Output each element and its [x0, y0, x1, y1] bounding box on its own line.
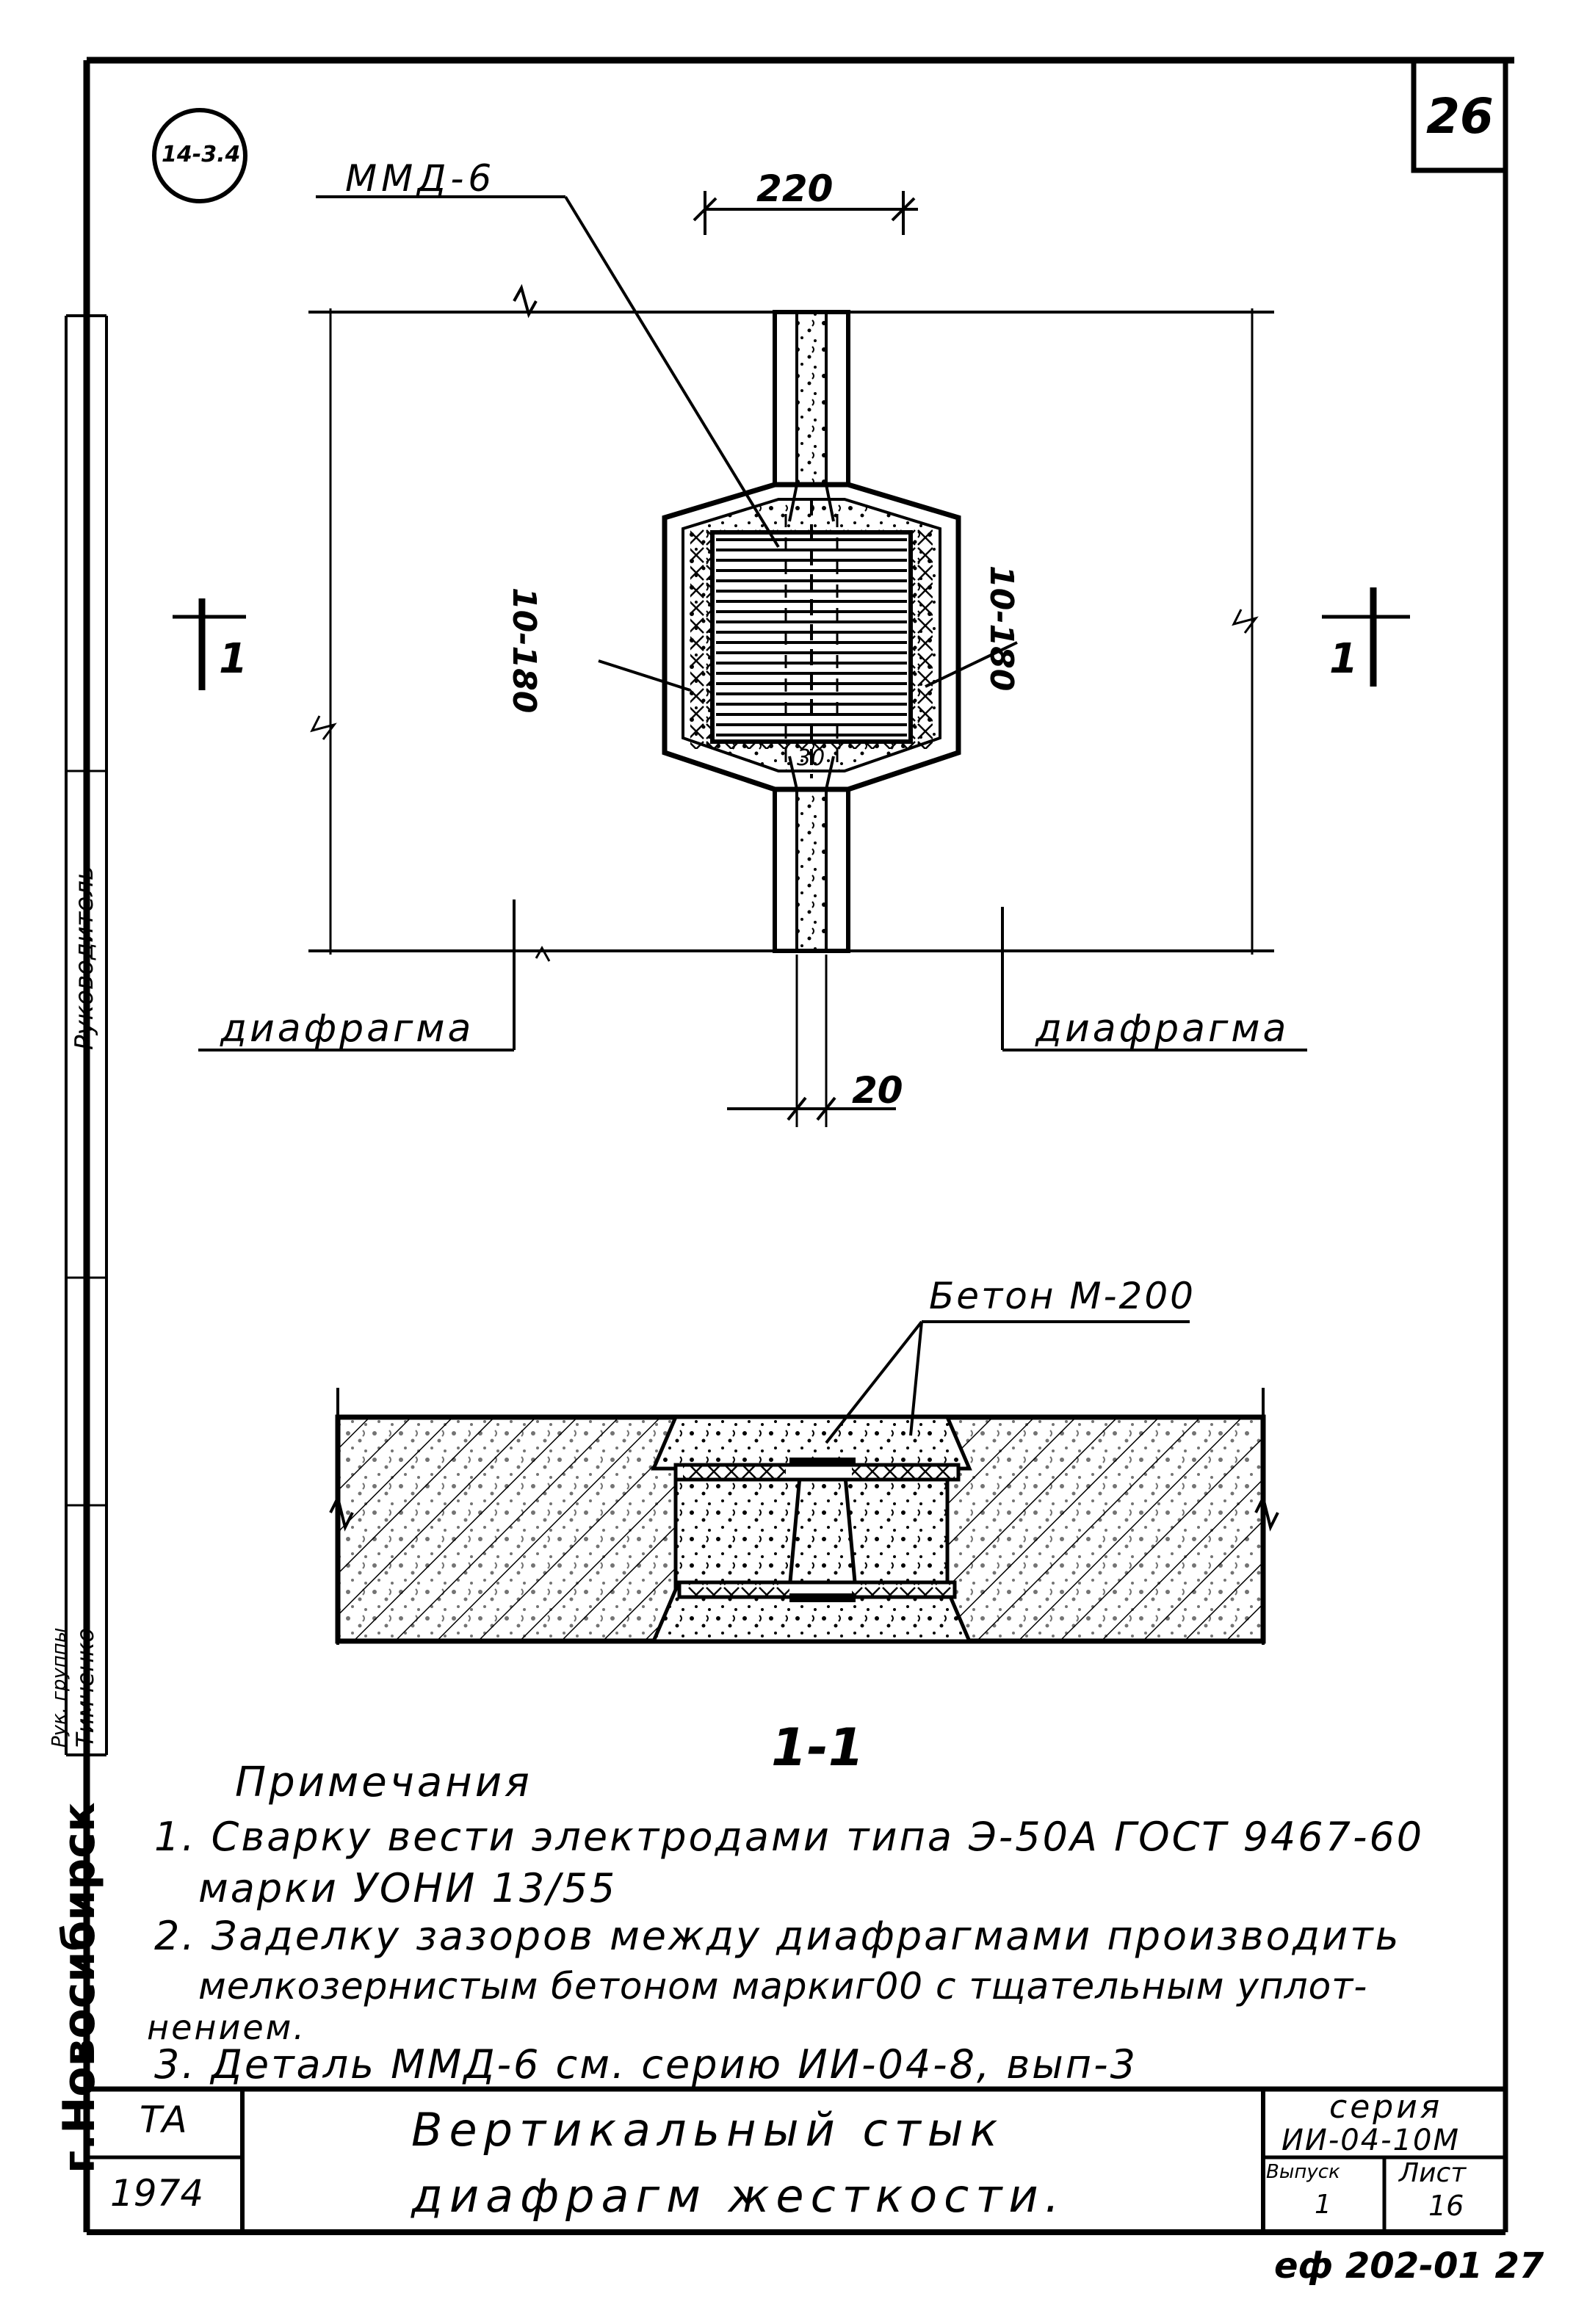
section-view — [329, 1320, 1279, 1645]
stamp-text: 14-3.4 — [162, 142, 241, 167]
break-mark-right — [1232, 609, 1259, 634]
concrete-note: 30 — [797, 745, 825, 771]
side-role-2: Рук. группы — [48, 1627, 71, 1748]
issue-value: 1 — [1315, 2190, 1331, 2220]
issue-label: Выпуск — [1266, 2161, 1340, 2183]
sheet-value: 16 — [1428, 2190, 1464, 2222]
section-mark-left-number: 1 — [219, 635, 247, 683]
org-code: ТА — [140, 2099, 187, 2141]
break-mark-left — [310, 715, 337, 740]
dimension-bottom: 20 — [852, 1069, 903, 1112]
sheet-label: Лист — [1399, 2158, 1467, 2188]
notes-heading: Примечания — [235, 1759, 532, 1806]
label-diaphragm-right: диафрагма — [1035, 1007, 1290, 1051]
label-diaphragm-left: диафрагма — [220, 1007, 474, 1051]
break-mark-bottom — [535, 945, 551, 962]
sheet-code: еф 202-01 27 — [1274, 2245, 1544, 2287]
section-mark-left — [173, 598, 246, 690]
rebar-label-left: 10-180 — [505, 587, 543, 714]
year: 1974 — [110, 2172, 204, 2215]
city-label: г.Новосибирск — [54, 1802, 105, 2173]
section-mark-right-number: 1 — [1329, 635, 1358, 683]
series-label: серия — [1329, 2088, 1443, 2126]
note-line-3: 2. Заделку зазоров между диафрагмами про… — [154, 1913, 1401, 1959]
side-name-2: Тимченко — [71, 1628, 99, 1748]
series-value: ИИ-04-10М — [1281, 2124, 1461, 2157]
label-concrete: Бетон М-200 — [929, 1275, 1196, 1317]
note-line-1: 1. Сварку вести электродами типа Э-50А Г… — [154, 1814, 1425, 1860]
side-role-1: Руководитель — [70, 866, 99, 1050]
dimension-top: 220 — [756, 167, 834, 210]
side-strip — [65, 314, 108, 1756]
drawing-title-line2: диафрагм жесткости. — [411, 2169, 1066, 2223]
plan-view — [173, 191, 1410, 1127]
note-line-5: нением. — [147, 2008, 306, 2047]
section-mark-right — [1322, 587, 1410, 687]
page-number: 26 — [1426, 88, 1494, 145]
stamp-circle — [152, 108, 247, 203]
drawing-title-line1: Вертикальный стык — [411, 2103, 1005, 2157]
break-mark-top — [513, 283, 538, 319]
note-line-6: 3. Деталь ММД-6 см. серию ИИ-04-8, вып-3 — [154, 2041, 1138, 2088]
section-title: 1-1 — [771, 1717, 864, 1778]
sheet-frame — [83, 57, 1514, 2235]
note-line-4: мелкозернистым бетоном маркиг00 с тщател… — [198, 1965, 1368, 2008]
rebar-label-right: 10-180 — [983, 565, 1020, 692]
title-block — [87, 2086, 1505, 2232]
page-number-box — [1411, 57, 1508, 173]
label-mesh: ММД-6 — [345, 157, 496, 200]
note-line-2: марки УОНИ 13/55 — [198, 1865, 618, 1911]
